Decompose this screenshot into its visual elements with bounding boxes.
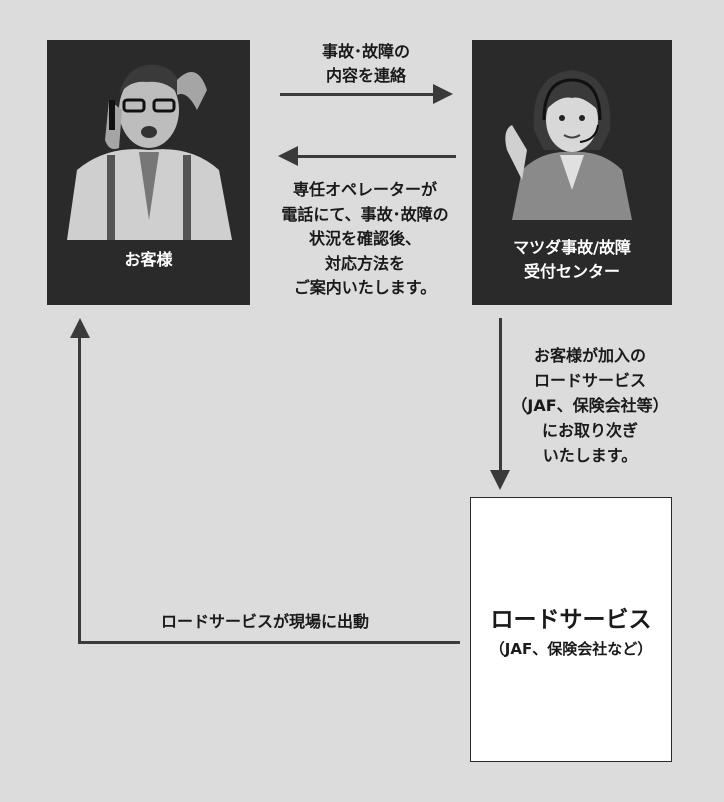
operator-text-line: 電話にて、事故･故障の [281,204,449,224]
road-service-subtitle: （JAF、保険会社など） [489,640,653,658]
center-box: マツダ事故/故障 受付センター [472,40,672,305]
report-text-line: 事故･故障の [321,42,410,61]
report-text: 事故･故障の 内容を連絡 [280,40,452,88]
distressed-man-image [67,64,232,240]
handoff-arrowhead [490,470,510,490]
center-label-line: マツダ事故/故障 [513,238,631,257]
operator-arrowhead [278,146,298,166]
dispatch-text: ロードサービスが現場に出動 [160,612,369,631]
operator-image [505,70,632,220]
road-service-box: ロードサービス （JAF、保険会社など） [470,497,672,762]
operator-text-line: 専任オペレーターが [292,180,437,199]
report-arrowhead [433,84,453,104]
customer-label: お客様 [124,250,173,269]
handoff-text-line: お客様が加入の [533,346,646,365]
operator-text-line: ご案内いたします。 [293,278,437,297]
dispatch-arrowhead [70,318,90,338]
road-service-title: ロードサービス [490,607,652,633]
center-label: マツダ事故/故障 受付センター [472,236,672,284]
handoff-arrow-line [499,318,502,473]
handoff-text-line: にお取り次ぎ [541,421,638,440]
dispatch-arrow-vertical [78,335,81,644]
operator-text-line: 対応方法を [324,253,405,273]
operator-arrow-line [296,155,456,158]
customer-box: お客様 [47,40,250,305]
handoff-text-line: ロードサービス [533,371,646,390]
operator-text: 専任オペレーターが 電話にて、事故･故障の 状況を確認後、 対応方法を ご案内い… [250,178,480,301]
handoff-text: お客様が加入の ロードサービス （JAF、保険会社等） にお取り次ぎ いたします… [505,343,675,468]
center-label-line: 受付センター [523,262,620,281]
handoff-text-line: いたします。 [542,446,638,465]
report-text-line: 内容を連絡 [325,66,406,85]
report-arrow-line [280,93,435,96]
dispatch-arrow-horizontal [78,641,460,644]
operator-text-line: 状況を確認後、 [308,229,421,248]
handoff-text-line: （JAF、保険会社等） [511,396,669,415]
